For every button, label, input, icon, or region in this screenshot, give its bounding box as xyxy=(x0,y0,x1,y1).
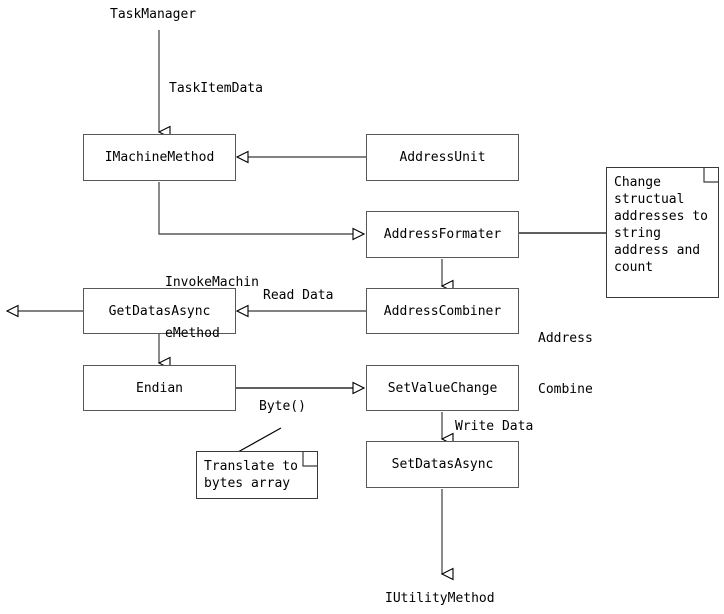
note-fold-corner-icon xyxy=(303,452,317,466)
edge-label-read-data: Read Data xyxy=(263,288,334,303)
free-label-address-combine-line2: Combine xyxy=(538,382,593,397)
note-change-address-line4: string xyxy=(614,226,661,241)
node-addressformater-label: AddressFormater xyxy=(383,227,502,242)
node-setdatasasync-label: SetDatasAsync xyxy=(391,457,494,472)
endpoint-iutilitymethod: IUtilityMethod xyxy=(385,591,495,606)
node-addresscombiner[interactable]: AddressCombiner xyxy=(366,288,519,334)
node-imachinemethod-label: IMachineMethod xyxy=(104,150,215,165)
note-translate-bytes-line1: Translate to xyxy=(204,459,298,474)
note-change-address[interactable]: Change structual addresses to string add… xyxy=(606,167,719,298)
node-addressunit-label: AddressUnit xyxy=(399,150,486,165)
note-fold-corner-icon xyxy=(704,168,718,182)
note-change-address-line5: address and xyxy=(614,243,701,258)
note-connector-translate-bytes xyxy=(237,427,282,453)
free-label-address-combine: Address Combine xyxy=(538,296,593,432)
note-change-address-line6: count xyxy=(614,260,654,275)
node-addressformater[interactable]: AddressFormater xyxy=(366,211,519,258)
node-setvaluechange-label: SetValueChange xyxy=(387,380,498,396)
node-setdatasasync[interactable]: SetDatasAsync xyxy=(366,441,519,488)
node-setvaluechange[interactable]: SetValueChange xyxy=(366,365,519,411)
edge-label-taskitemdata: TaskItemData xyxy=(169,81,263,96)
node-getdatasasync-label: GetDatasAsync xyxy=(108,303,211,319)
note-change-address-line1: Change xyxy=(614,175,661,190)
node-endian[interactable]: Endian xyxy=(83,365,236,411)
edge-label-invokemachinemethod-line2: eMethod xyxy=(165,326,220,341)
note-change-address-line3: addresses to xyxy=(614,209,708,224)
edge-imachinemethod-to-addressformater xyxy=(158,182,366,241)
free-label-address-combine-line1: Address xyxy=(538,331,593,346)
edge-label-invokemachinemethod-line1: InvokeMachin xyxy=(165,275,259,290)
edge-label-invokemachinemethod: InvokeMachin eMethod xyxy=(165,240,259,376)
node-endian-label: Endian xyxy=(136,380,183,396)
node-addressunit[interactable]: AddressUnit xyxy=(366,134,519,181)
node-getdatasasync[interactable]: GetDatasAsync xyxy=(83,288,236,334)
note-translate-bytes-line2: bytes array xyxy=(204,476,291,491)
endpoint-taskmanager: TaskManager xyxy=(110,7,197,22)
edge-label-write-data: Write Data xyxy=(455,419,534,434)
node-imachinemethod[interactable]: IMachineMethod xyxy=(83,134,236,181)
note-translate-bytes[interactable]: Translate to bytes array xyxy=(196,451,318,499)
note-change-address-line2: structual xyxy=(614,192,685,207)
edge-label-byte: Byte() xyxy=(259,399,306,414)
node-addresscombiner-label: AddressCombiner xyxy=(383,303,502,319)
